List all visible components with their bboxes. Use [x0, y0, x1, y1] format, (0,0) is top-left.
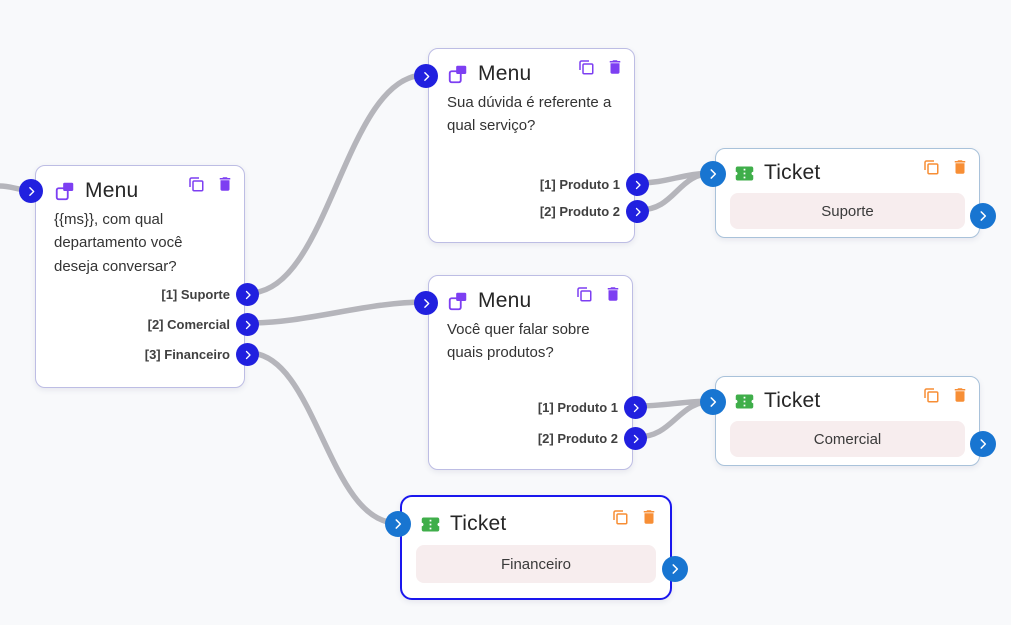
output-port[interactable] [626, 173, 649, 196]
menu-node[interactable]: Menu Sua dúvida é referente a qual servi… [414, 48, 649, 243]
edge[interactable] [246, 72, 428, 296]
node-title: Ticket [764, 389, 821, 412]
edge[interactable] [246, 299, 428, 326]
chevron-right-icon [245, 290, 251, 299]
node-header: Menu [36, 166, 244, 205]
option-label: [2] Comercial [147, 317, 230, 332]
copy-icon[interactable] [922, 158, 940, 176]
option-label: [3] Financeiro [144, 347, 230, 362]
node-title: Menu [478, 289, 532, 312]
edge[interactable] [246, 350, 400, 526]
copy-icon[interactable] [922, 386, 940, 404]
input-port[interactable] [414, 291, 438, 315]
chevron-right-icon [710, 169, 717, 179]
ticket-queue-field[interactable]: Financeiro [416, 545, 656, 583]
ticket-queue-field[interactable]: Suporte [730, 193, 965, 229]
ticket-icon [735, 394, 754, 408]
trash-icon[interactable] [951, 386, 969, 404]
option-label: [1] Suporte [161, 287, 230, 302]
chevron-right-icon [635, 207, 641, 216]
chevron-right-icon [672, 564, 679, 574]
option-label: [2] Produto 2 [539, 204, 620, 219]
menu-node[interactable]: Menu Você quer falar sobre quais produto… [414, 275, 647, 470]
input-port[interactable] [19, 179, 43, 203]
chevron-right-icon [395, 519, 402, 529]
node-body-text: Você quer falar sobre quais produtos? [447, 321, 590, 362]
trash-icon[interactable] [640, 508, 658, 526]
output-port[interactable] [624, 427, 647, 450]
output-port[interactable] [624, 396, 647, 419]
menu-icon [448, 292, 467, 311]
option-label: [2] Produto 2 [537, 431, 618, 446]
output-port[interactable] [626, 200, 649, 223]
menu-icon [448, 65, 467, 84]
ticket-node[interactable]: Ticket Comercial [700, 376, 996, 466]
node-header: Menu [429, 276, 632, 315]
node-title: Ticket [450, 512, 507, 535]
node-header: Ticket [402, 497, 670, 538]
input-port[interactable] [700, 389, 726, 415]
output-port[interactable] [236, 343, 259, 366]
output-port[interactable] [970, 431, 996, 457]
ticket-node[interactable]: Ticket Financeiro [385, 495, 688, 600]
output-port[interactable] [236, 283, 259, 306]
input-port[interactable] [414, 64, 438, 88]
copy-icon[interactable] [611, 508, 629, 526]
option-label: [1] Produto 1 [537, 400, 618, 415]
node-header: Ticket [716, 149, 979, 187]
ticket-icon [735, 166, 754, 180]
ticket-node[interactable]: Ticket Suporte [700, 148, 996, 238]
copy-icon[interactable] [577, 58, 595, 76]
input-port[interactable] [385, 511, 411, 537]
input-port[interactable] [700, 161, 726, 187]
chevron-right-icon [980, 439, 987, 449]
chevron-right-icon [980, 211, 987, 221]
ticket-icon [421, 517, 440, 531]
output-port[interactable] [662, 556, 688, 582]
trash-icon[interactable] [606, 58, 624, 76]
ticket-queue-field[interactable]: Comercial [730, 421, 965, 457]
node-body-text: {{ms}}, com qual departamento você desej… [54, 211, 183, 275]
node-body-text: Sua dúvida é referente a qual serviço? [447, 94, 612, 135]
chevron-right-icon [28, 186, 34, 196]
trash-icon[interactable] [216, 175, 234, 193]
trash-icon[interactable] [951, 158, 969, 176]
chevron-right-icon [245, 320, 251, 329]
copy-icon[interactable] [575, 285, 593, 303]
copy-icon[interactable] [187, 175, 205, 193]
node-header: Ticket [716, 377, 979, 415]
node-title: Menu [478, 62, 532, 85]
chevron-right-icon [635, 180, 641, 189]
option-label: [1] Produto 1 [539, 177, 620, 192]
node-header: Menu [429, 49, 634, 88]
node-title: Ticket [764, 161, 821, 184]
trash-icon[interactable] [604, 285, 622, 303]
chevron-right-icon [633, 403, 639, 412]
output-port[interactable] [970, 203, 996, 229]
chevron-right-icon [633, 434, 639, 443]
chevron-right-icon [423, 71, 429, 81]
node-title: Menu [85, 179, 139, 202]
menu-node[interactable]: Menu {{ms}}, com qual departamento você … [19, 165, 259, 388]
output-port[interactable] [236, 313, 259, 336]
menu-icon [55, 182, 74, 201]
chevron-right-icon [423, 298, 429, 308]
chevron-right-icon [710, 397, 717, 407]
chevron-right-icon [245, 350, 251, 359]
